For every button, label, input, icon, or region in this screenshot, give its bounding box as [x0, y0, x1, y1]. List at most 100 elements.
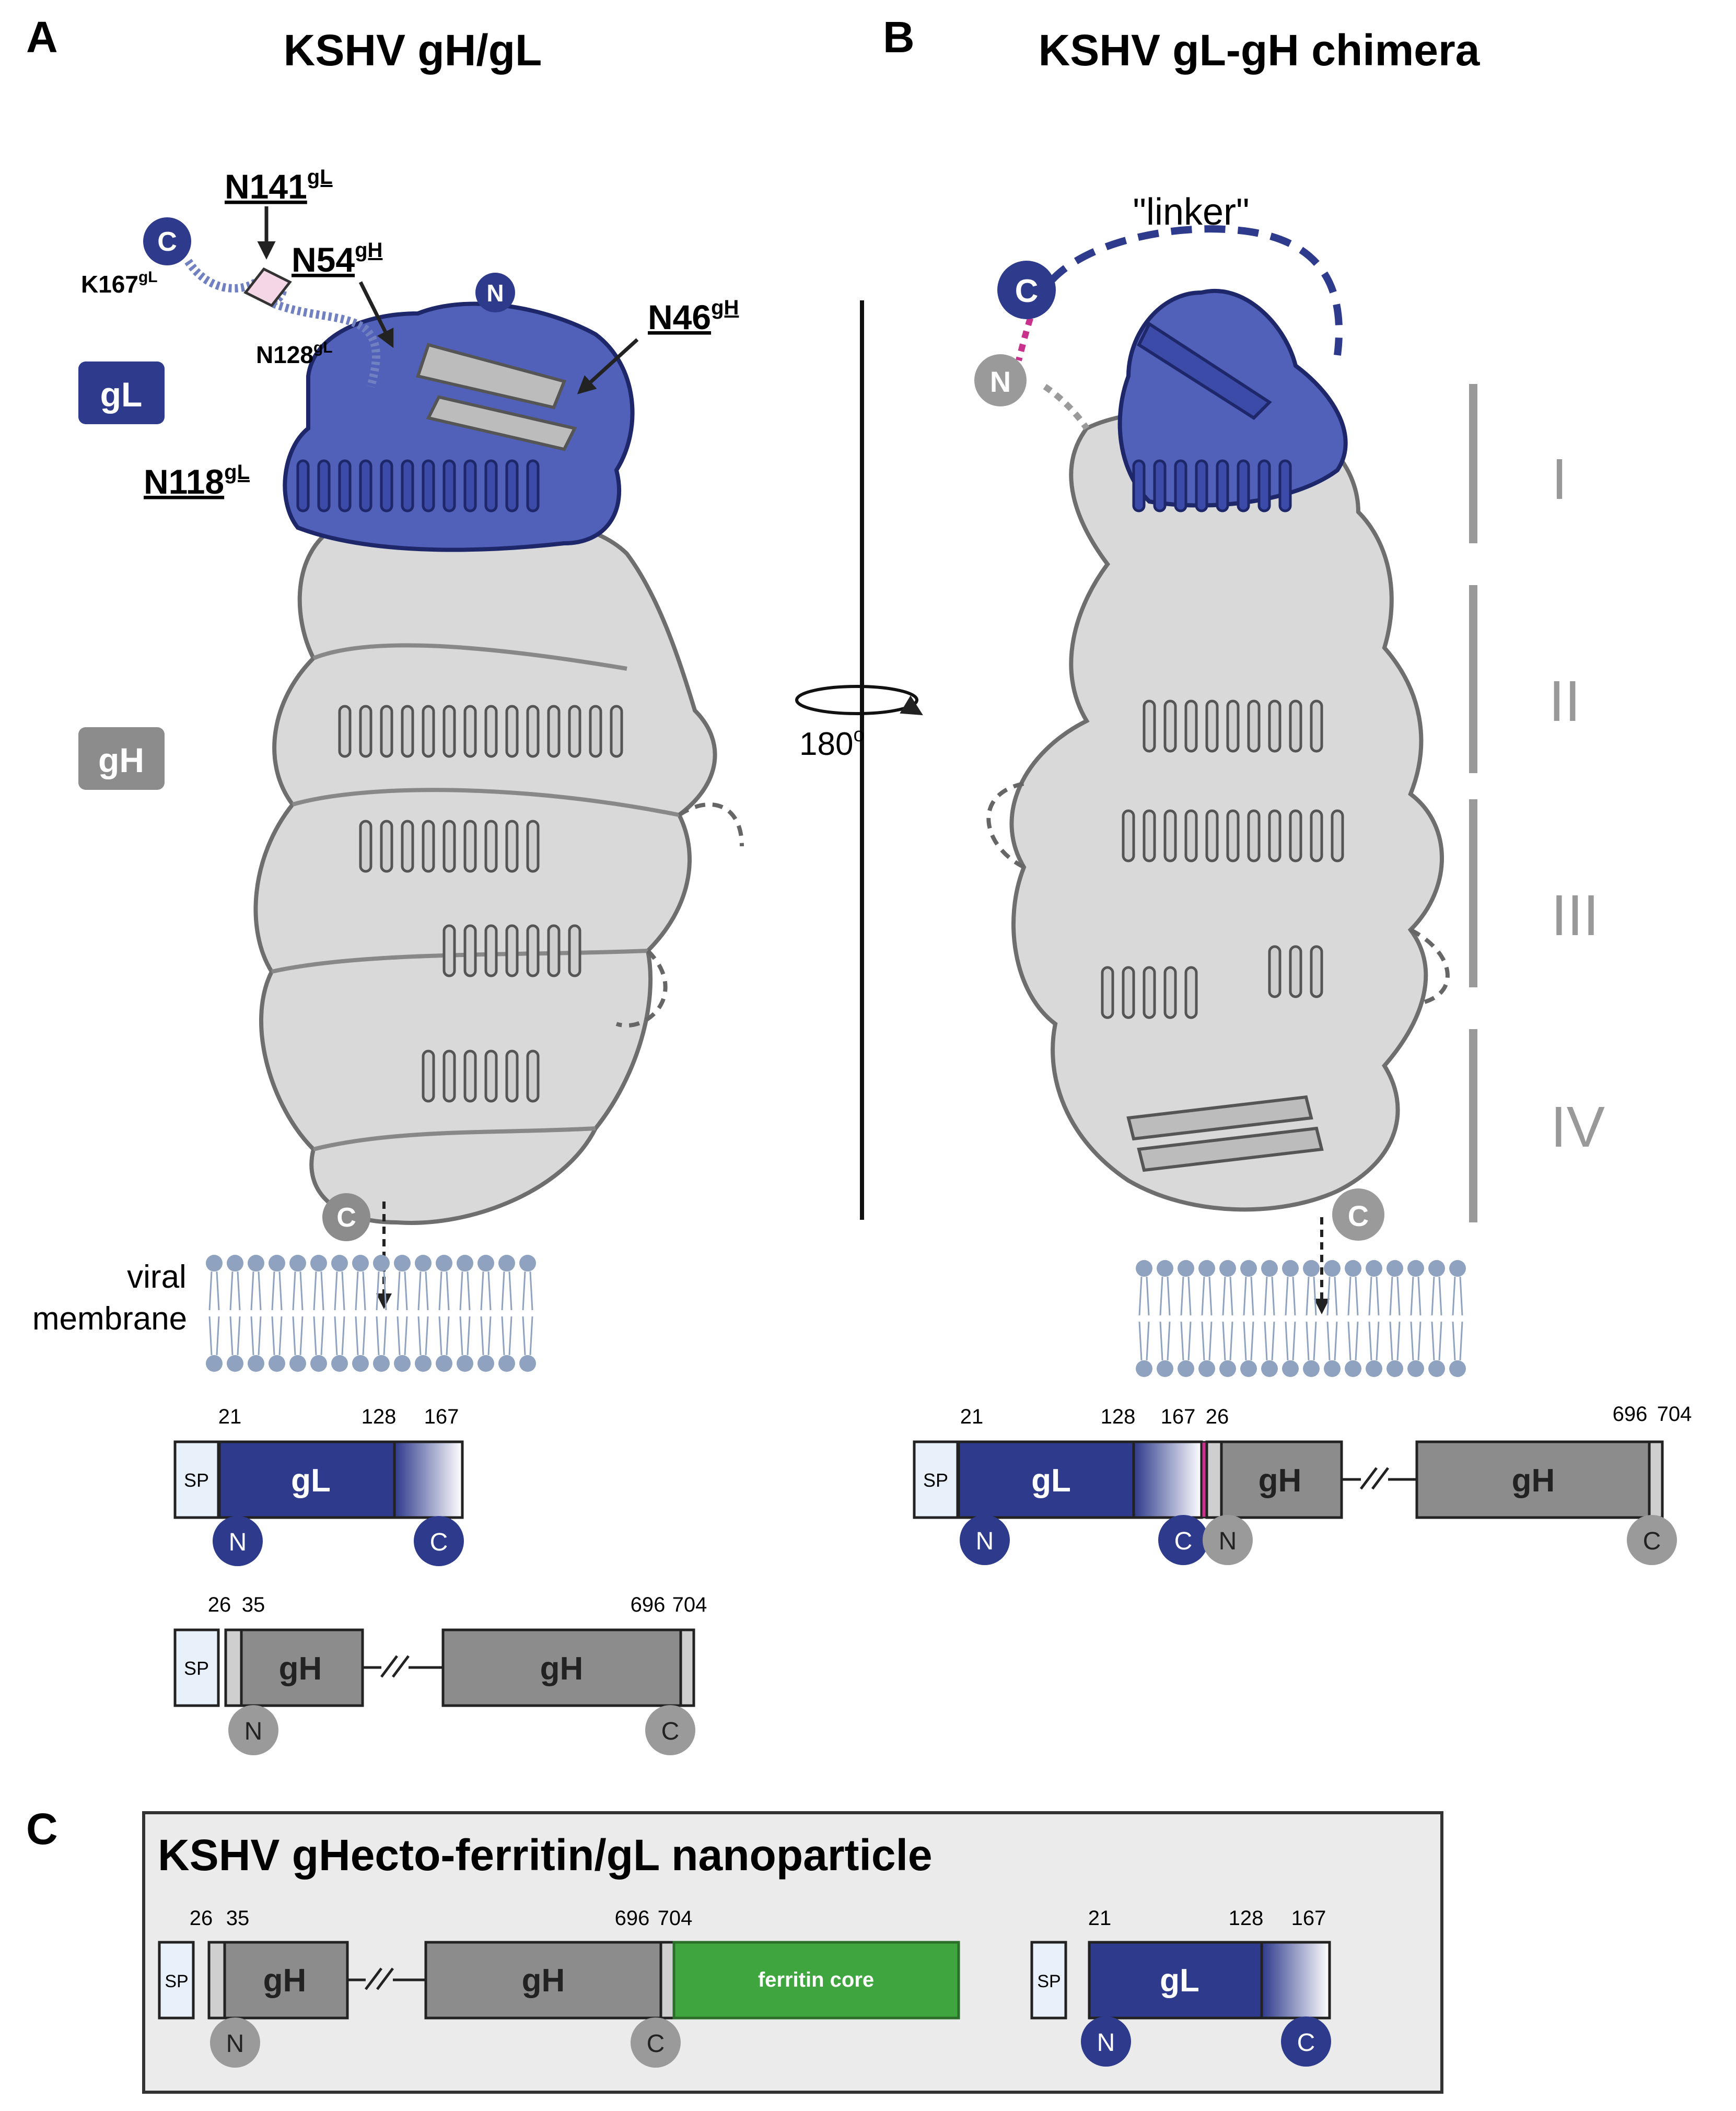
- domain-bars: I II III IV: [1469, 384, 1605, 1222]
- lipid-head: [1219, 1360, 1236, 1377]
- lipid-head: [457, 1255, 473, 1272]
- construct-chimera-b: SP gL gH gH 21 128 167 26 696 704 N C N …: [913, 1403, 1692, 1565]
- lipid-tail: [376, 1316, 387, 1356]
- lipid-tail: [250, 1271, 262, 1311]
- panel-b-letter: B: [883, 13, 915, 62]
- svg-text:C: C: [336, 1203, 356, 1233]
- lipid-tail: [208, 1271, 220, 1311]
- lipid-tail: [1138, 1321, 1150, 1361]
- lipid-head: [1261, 1360, 1278, 1377]
- lipid-tail: [1159, 1321, 1171, 1361]
- lipid-head: [373, 1355, 390, 1372]
- svg-text:704: 704: [658, 1907, 693, 1930]
- lipid-tail: [1431, 1321, 1442, 1361]
- lipid-head: [1198, 1360, 1215, 1377]
- lipid-tail: [1410, 1321, 1422, 1361]
- svg-text:N: N: [1097, 2029, 1115, 2057]
- svg-text:K167gL: K167gL: [81, 269, 158, 298]
- label-c-term-gh-b: C: [1314, 1188, 1384, 1314]
- lipid-head: [1282, 1360, 1299, 1377]
- lipid-head: [1387, 1260, 1403, 1277]
- glycan-diamond: [243, 267, 292, 308]
- svg-text:35: 35: [226, 1907, 250, 1930]
- lipid-tail: [334, 1316, 345, 1356]
- svg-text:C: C: [430, 1529, 448, 1556]
- gh-structure-b: [986, 409, 1450, 1212]
- svg-text:21: 21: [1088, 1907, 1112, 1930]
- svg-text:gL: gL: [1031, 1463, 1071, 1499]
- lipid-head: [1157, 1260, 1173, 1277]
- lipid-tail: [1347, 1321, 1359, 1361]
- label-c-term-gl-a: C: [143, 217, 191, 265]
- svg-text:N118gL: N118gL: [144, 461, 250, 501]
- lipid-tail: [1452, 1321, 1463, 1361]
- lipid-head: [1178, 1260, 1194, 1277]
- lipid-head: [227, 1355, 243, 1372]
- lipid-tail: [355, 1271, 366, 1311]
- lipid-head: [477, 1255, 494, 1272]
- lipid-tail: [250, 1316, 262, 1356]
- lipid-head: [1449, 1260, 1466, 1277]
- label-n141: N141gL: [225, 166, 333, 260]
- lipid-head: [289, 1355, 306, 1372]
- svg-text:gH: gH: [522, 1963, 565, 1999]
- lipid-head: [331, 1255, 348, 1272]
- label-k167: K167gL: [81, 269, 158, 298]
- rotation-label: 180o: [799, 724, 865, 762]
- lipid-tail: [1201, 1276, 1213, 1316]
- linker-label: "linker": [1133, 191, 1249, 233]
- lipid-head: [206, 1255, 223, 1272]
- linker-dashed: [1047, 225, 1343, 356]
- domain-label-4: IV: [1551, 1095, 1605, 1159]
- lipid-head: [1345, 1360, 1361, 1377]
- svg-text:gH: gH: [1512, 1463, 1555, 1499]
- lipid-tail: [1326, 1276, 1338, 1316]
- svg-text:C: C: [1297, 2029, 1315, 2057]
- lipid-head: [373, 1255, 390, 1272]
- lipid-tail: [292, 1316, 304, 1356]
- lipid-head: [415, 1355, 432, 1372]
- gl-structure-a: [283, 301, 635, 552]
- lipid-head: [1428, 1360, 1445, 1377]
- svg-text:gL: gL: [100, 375, 143, 414]
- lipid-head: [1198, 1260, 1215, 1277]
- panel-b-title: KSHV gL-gH chimera: [1039, 26, 1481, 75]
- domain-label-3: III: [1551, 883, 1599, 948]
- label-n118: N118gL: [144, 461, 250, 501]
- svg-text:21: 21: [960, 1405, 984, 1428]
- panel-a-title: KSHV gH/gL: [284, 26, 542, 75]
- svg-text:N: N: [244, 1718, 263, 1745]
- label-n54: N54gH: [292, 239, 394, 348]
- svg-text:C: C: [1015, 273, 1039, 309]
- lipid-head: [289, 1255, 306, 1272]
- svg-text:128: 128: [362, 1405, 397, 1428]
- lipid-head: [1157, 1360, 1173, 1377]
- lipid-tail: [1431, 1276, 1442, 1316]
- lipid-head: [436, 1255, 452, 1272]
- svg-text:N: N: [226, 2030, 244, 2058]
- lipid-head: [1240, 1260, 1257, 1277]
- lipid-head: [1324, 1260, 1341, 1277]
- lipid-tail: [1306, 1276, 1317, 1316]
- svg-text:ferritin core: ferritin core: [758, 1968, 874, 1991]
- construct-gl-c: SP gL 21 128 167 N C: [1030, 1907, 1331, 2067]
- svg-text:SP: SP: [184, 1658, 209, 1679]
- lipid-head: [498, 1355, 515, 1372]
- lipid-tail: [480, 1316, 492, 1356]
- lipid-tail: [1389, 1321, 1401, 1361]
- lipid-head: [352, 1355, 369, 1372]
- lipid-head: [415, 1255, 432, 1272]
- gh-structure-a: [253, 511, 744, 1225]
- lipid-tail: [1285, 1321, 1296, 1361]
- lipid-tail: [459, 1316, 471, 1356]
- svg-text:SP: SP: [165, 1972, 188, 1991]
- lipid-head: [227, 1255, 243, 1272]
- svg-text:26: 26: [1206, 1405, 1229, 1428]
- lipid-tail: [1389, 1276, 1401, 1316]
- lipid-tail: [417, 1316, 429, 1356]
- lipid-tail: [292, 1271, 304, 1311]
- label-n-term-gh-b: N: [974, 354, 1027, 406]
- svg-text:696: 696: [631, 1593, 666, 1616]
- panel-c-letter: C: [26, 1804, 58, 1853]
